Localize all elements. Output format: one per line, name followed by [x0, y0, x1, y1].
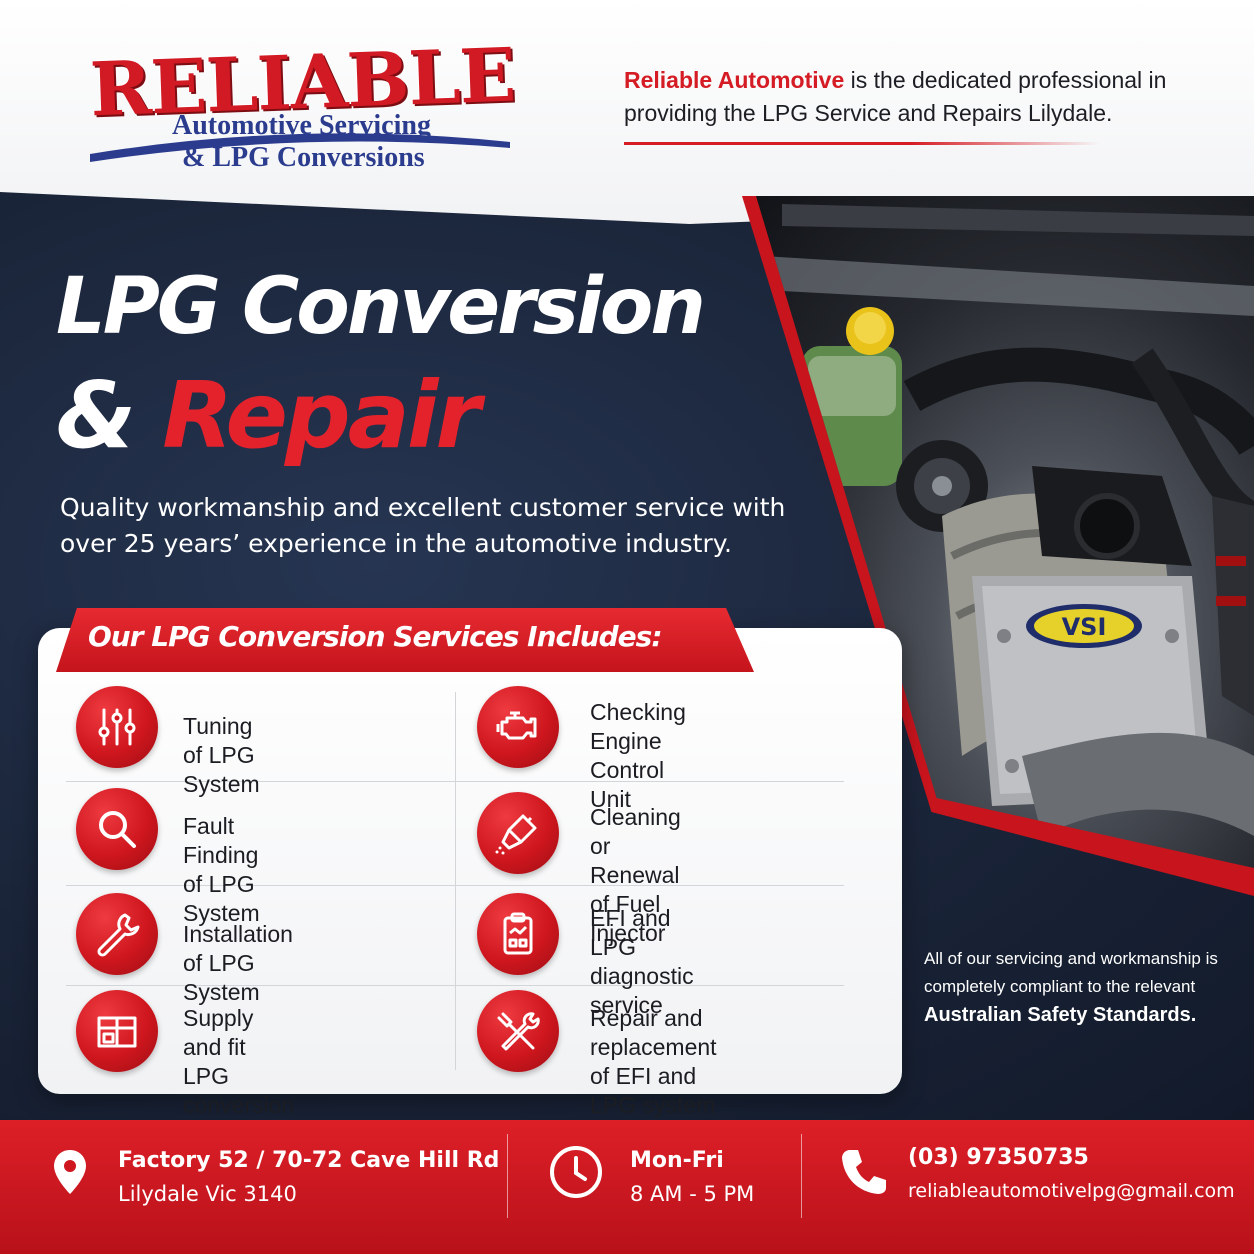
services-card — [38, 628, 902, 1094]
footer-divider — [801, 1134, 802, 1218]
wrench-icon — [76, 893, 158, 975]
compliance-text: All of our servicing and workmanship is … — [924, 949, 1218, 996]
header — [0, 0, 1254, 230]
tagline-text: is the dedicated professional in providi… — [624, 67, 1167, 126]
location-pin-icon — [54, 1150, 86, 1194]
tagline: Reliable Automotive is the dedicated pro… — [624, 64, 1224, 130]
tools-icon — [477, 990, 559, 1072]
engine-icon — [477, 686, 559, 768]
tagline-divider — [624, 142, 1100, 145]
headline-highlight: Repair — [162, 362, 480, 469]
compliance-end: . — [1190, 1004, 1197, 1026]
service-label: Cleaning or Renewal of Fuel Injector — [590, 804, 681, 946]
service-label: EFI and LPG diagnostic service — [590, 905, 694, 1018]
hours-time: 8 AM - 5 PM — [630, 1182, 755, 1206]
service-label: Repair and replacement of EFI and LPG sy… — [590, 1005, 717, 1118]
services-divider — [66, 985, 844, 986]
services-divider — [66, 885, 844, 886]
injector-icon — [477, 792, 559, 874]
services-banner — [56, 608, 754, 672]
logo-swoosh-icon — [90, 133, 510, 162]
tagline-brand: Reliable Automotive — [624, 67, 845, 93]
headline-line1: LPG Conversion — [56, 262, 706, 352]
service-label: Tuning of LPG System — [183, 713, 260, 797]
phone-icon — [842, 1150, 886, 1194]
compliance-note: All of our servicing and workmanship is … — [924, 945, 1244, 1030]
footer-divider — [507, 1134, 508, 1218]
hours-days: Mon-Fri — [630, 1148, 724, 1173]
footer-bar — [0, 1120, 1254, 1254]
services-title: Our LPG Conversion Services Includes: — [88, 620, 663, 653]
phone-number[interactable]: (03) 97350735 — [908, 1145, 1089, 1170]
logo-subtitle-line2: & LPG Conversions — [182, 142, 425, 173]
sliders-icon — [76, 686, 158, 768]
magnifier-icon — [76, 788, 158, 870]
address-line1: Factory 52 / 70-72 Cave Hill Rd — [118, 1148, 500, 1173]
headline-ampersand: & — [56, 362, 163, 469]
services-divider — [66, 781, 844, 782]
clock-icon — [550, 1146, 602, 1198]
service-label: Fault Finding of LPG System — [183, 813, 260, 926]
box-icon — [76, 990, 158, 1072]
logo-subtitle-line1: Automotive Servicing — [172, 110, 431, 141]
address-line2: Lilydale Vic 3140 — [118, 1182, 297, 1206]
headline-line2: & Repair — [56, 362, 481, 469]
engine-illustration: VSI — [762, 204, 1254, 836]
email-address[interactable]: reliableautomotivelpg@gmail.com — [908, 1180, 1235, 1202]
services-divider-vertical — [455, 692, 456, 1070]
hero-subtitle: Quality workmanship and excellent custom… — [60, 493, 786, 558]
service-label: Checking Engine Control Unit — [590, 699, 686, 812]
vsi-badge: VSI — [1062, 613, 1107, 641]
compliance-standard: Australian Safety Standards — [924, 1004, 1191, 1026]
service-label: Installation of LPG System — [183, 921, 293, 1005]
company-logo: RELIABLE Automotive Servicing & LPG Conv… — [60, 30, 520, 190]
clipboard-icon — [477, 893, 559, 975]
